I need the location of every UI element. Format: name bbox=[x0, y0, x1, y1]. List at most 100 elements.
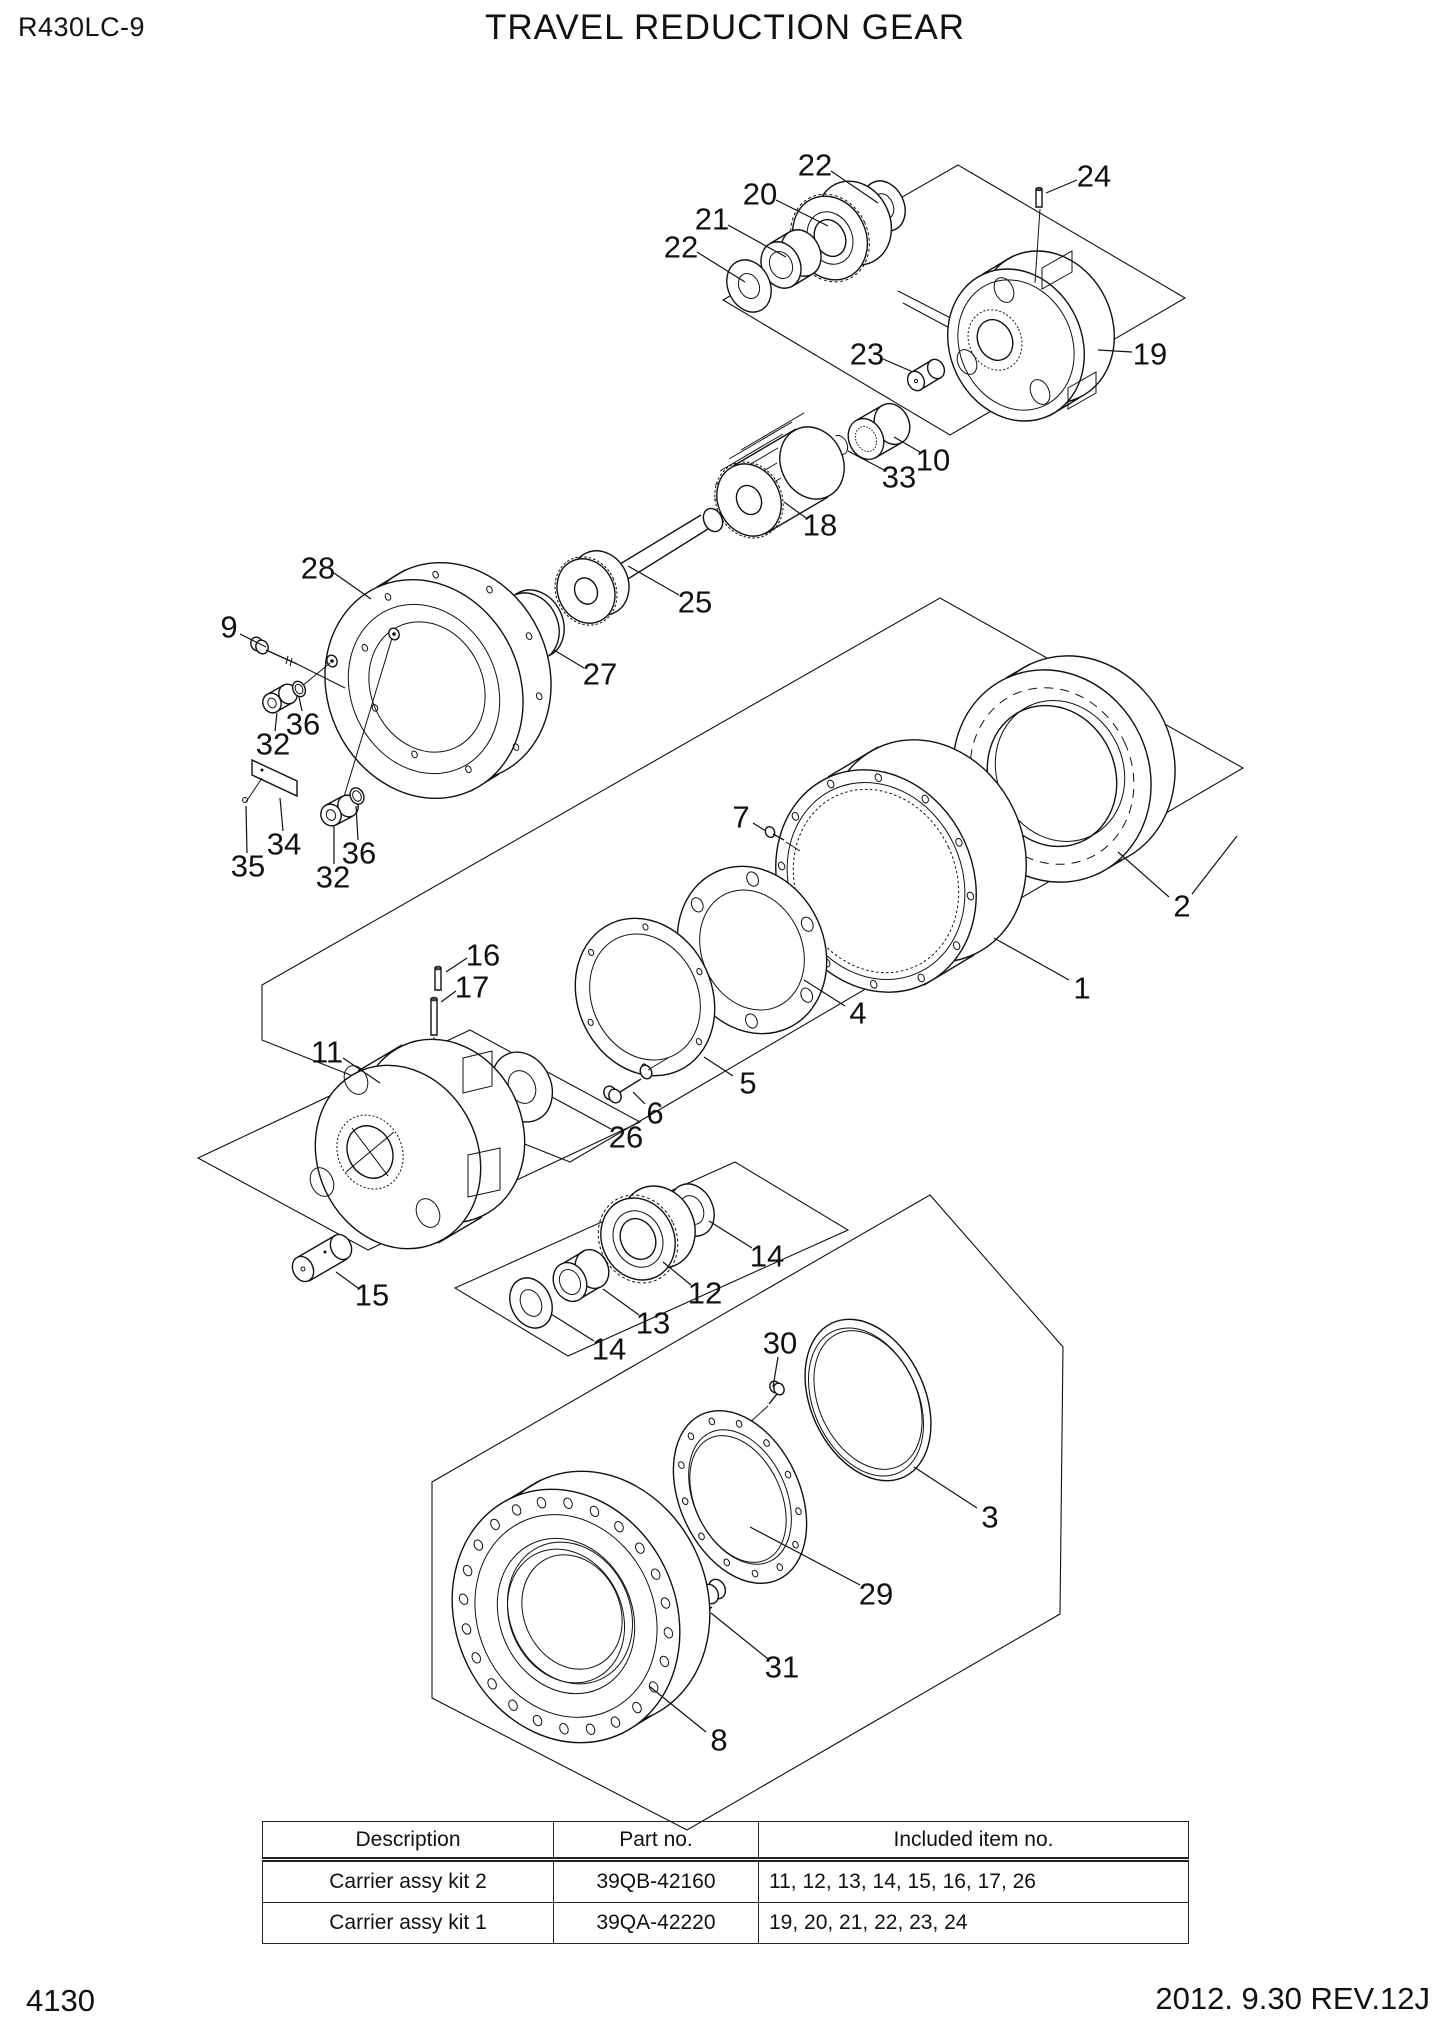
callout-30: 30 bbox=[763, 1326, 797, 1361]
leader-line-22 bbox=[696, 251, 746, 283]
part-carrier-no1-19 bbox=[947, 250, 1115, 422]
leader-line-23 bbox=[882, 358, 914, 373]
col-header-part-no: Part no. bbox=[553, 1821, 759, 1862]
cover-bolt-holes bbox=[361, 570, 543, 774]
part-spring-pin-24 bbox=[1034, 186, 1043, 284]
bolt-hole bbox=[432, 570, 439, 579]
kit-table-header-row: Description Part no. Included item no. bbox=[262, 1821, 1189, 1862]
callout-20: 20 bbox=[743, 177, 777, 212]
leader-line-35 bbox=[245, 805, 248, 854]
bolt-hole bbox=[508, 1699, 518, 1711]
bolt-hole bbox=[486, 585, 493, 594]
bolt-hole bbox=[361, 643, 369, 652]
part-o-ring-36-lower bbox=[349, 787, 365, 805]
kit2-included: 11, 12, 13, 14, 15, 16, 17, 26 bbox=[758, 1859, 1189, 1903]
part-planet-gear-no2-12 bbox=[597, 1185, 696, 1284]
leader-line-28 bbox=[333, 572, 372, 600]
bolt-hole bbox=[384, 593, 392, 601]
callout-17: 17 bbox=[455, 970, 489, 1005]
callout-9: 9 bbox=[220, 610, 237, 645]
bolt-hole bbox=[792, 1540, 799, 1549]
bolt-hole bbox=[735, 1419, 743, 1428]
part-bushing-13 bbox=[552, 1248, 610, 1303]
bolt-hole bbox=[465, 765, 472, 774]
bolt-hole bbox=[917, 973, 925, 983]
callout-25: 25 bbox=[678, 585, 712, 620]
callout-18: 18 bbox=[803, 508, 837, 543]
callout-23: 23 bbox=[850, 337, 884, 372]
bolt-hole bbox=[681, 1497, 689, 1506]
revision-date: 2012. 9.30 REV.12J bbox=[1155, 1981, 1430, 2016]
callout-4: 4 bbox=[849, 996, 866, 1031]
leader-line-14 bbox=[708, 1220, 753, 1249]
bolt-hole bbox=[784, 1470, 792, 1479]
page-title: TRAVEL REDUCTION GEAR bbox=[485, 8, 965, 47]
callout-21: 21 bbox=[695, 202, 729, 237]
callout-5: 5 bbox=[739, 1066, 756, 1101]
leader-line-32 bbox=[274, 712, 278, 732]
callout-22: 22 bbox=[664, 230, 698, 265]
part-bolt-30 bbox=[747, 1380, 785, 1425]
leader-line-21 bbox=[727, 224, 787, 258]
callout-34: 34 bbox=[267, 827, 301, 862]
bolt-hole bbox=[458, 1593, 469, 1605]
bolt-hole bbox=[563, 1497, 573, 1509]
leader-line-14 bbox=[550, 1313, 595, 1342]
part-spline-bushing-10 bbox=[847, 402, 911, 461]
callout-1: 1 bbox=[1073, 971, 1090, 1006]
part-ring-gear-1 bbox=[775, 739, 1027, 993]
bolt-hole bbox=[698, 1532, 705, 1541]
bolt-hole bbox=[777, 861, 786, 871]
callout-3: 3 bbox=[981, 1500, 998, 1535]
leader-line-13 bbox=[602, 1288, 640, 1316]
bolt-hole bbox=[695, 1038, 702, 1046]
part-plug-32-lower bbox=[320, 794, 359, 827]
leader-line-20 bbox=[775, 199, 829, 227]
leader-line-6 bbox=[632, 1091, 646, 1105]
bolt-hole bbox=[614, 1521, 624, 1533]
part-name-plate-34 bbox=[251, 758, 298, 798]
callout-27: 27 bbox=[583, 657, 617, 692]
part-hub-8 bbox=[451, 1470, 711, 1744]
bolt-hole bbox=[687, 1432, 695, 1441]
leader-line-3 bbox=[913, 1466, 978, 1509]
bolt-hole bbox=[642, 923, 649, 931]
callout-12: 12 bbox=[688, 1276, 722, 1311]
bolt-hole bbox=[921, 794, 929, 804]
callout-10: 10 bbox=[916, 443, 950, 478]
model-code: R430LC-9 bbox=[18, 12, 146, 42]
kit1-description: Carrier assy kit 1 bbox=[262, 1902, 554, 1944]
bolt-hole bbox=[512, 743, 520, 751]
leader-line-17 bbox=[440, 990, 457, 1003]
bolt-hole bbox=[525, 632, 533, 640]
bolt-hole bbox=[535, 692, 543, 701]
bolt-hole bbox=[746, 871, 759, 887]
part-spring-pin-16 bbox=[434, 965, 442, 991]
part-bolt-7 bbox=[764, 825, 801, 852]
part-thrust-washer-14-left bbox=[509, 1277, 553, 1329]
bolt-hole bbox=[800, 916, 814, 932]
col-header-included: Included item no. bbox=[758, 1821, 1189, 1862]
bolt-hole bbox=[660, 1597, 671, 1609]
part-cover-28 bbox=[300, 561, 552, 811]
leader-line-5 bbox=[703, 1056, 734, 1077]
leader-line-36 bbox=[298, 696, 303, 712]
callout-24: 24 bbox=[1077, 159, 1111, 194]
bolt-hole bbox=[663, 1627, 674, 1639]
kit2-part-no: 39QB-42160 bbox=[553, 1859, 759, 1903]
leader-line-16 bbox=[445, 957, 468, 973]
page-number: 4130 bbox=[26, 1983, 95, 2018]
leader-line-8 bbox=[648, 1685, 707, 1733]
leader-line-24 bbox=[1045, 179, 1078, 194]
bolt-hole bbox=[635, 1542, 645, 1554]
bolt-hole bbox=[650, 1568, 661, 1580]
leader-line-7 bbox=[752, 822, 767, 832]
leader-line-19 bbox=[1097, 349, 1133, 353]
leader-line-18 bbox=[783, 501, 807, 519]
leader-line-11 bbox=[342, 1057, 381, 1084]
leader-line-27 bbox=[553, 649, 585, 669]
leader-line-30 bbox=[772, 1356, 779, 1388]
